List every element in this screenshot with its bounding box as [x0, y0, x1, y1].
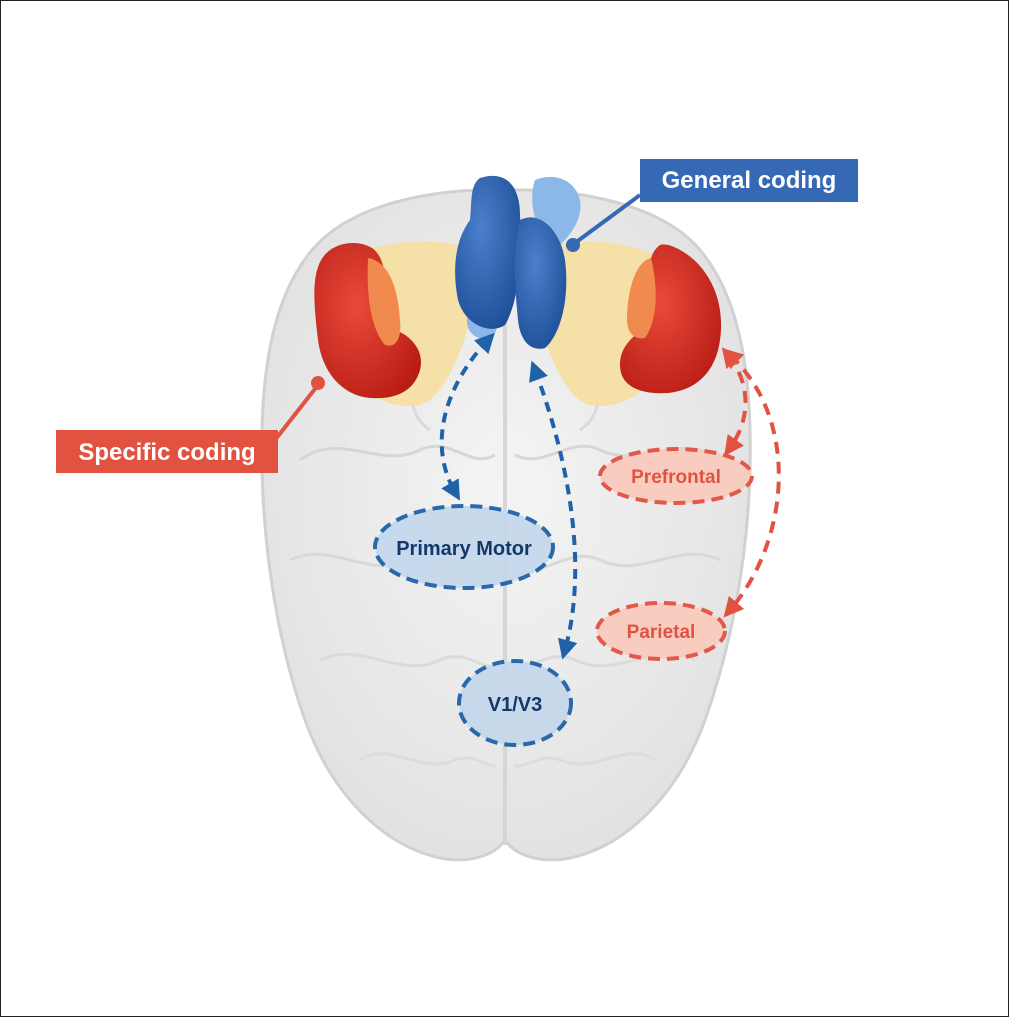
specific-coding-label: Specific coding [56, 430, 278, 473]
svg-text:Primary Motor: Primary Motor [396, 538, 532, 560]
svg-text:V1/V3: V1/V3 [488, 694, 542, 716]
node-primary-motor: Primary Motor [375, 506, 553, 588]
node-parietal: Parietal [597, 603, 725, 659]
svg-text:Parietal: Parietal [627, 622, 696, 643]
general-coding-label: General coding [640, 159, 858, 202]
node-prefrontal: Prefrontal [600, 449, 752, 503]
node-v1v3: V1/V3 [459, 661, 571, 745]
svg-text:Prefrontal: Prefrontal [631, 467, 721, 488]
svg-text:Specific coding: Specific coding [78, 439, 255, 466]
specific-callout-dot [311, 376, 325, 390]
svg-text:General coding: General coding [662, 167, 837, 194]
general-callout-dot [566, 238, 580, 252]
